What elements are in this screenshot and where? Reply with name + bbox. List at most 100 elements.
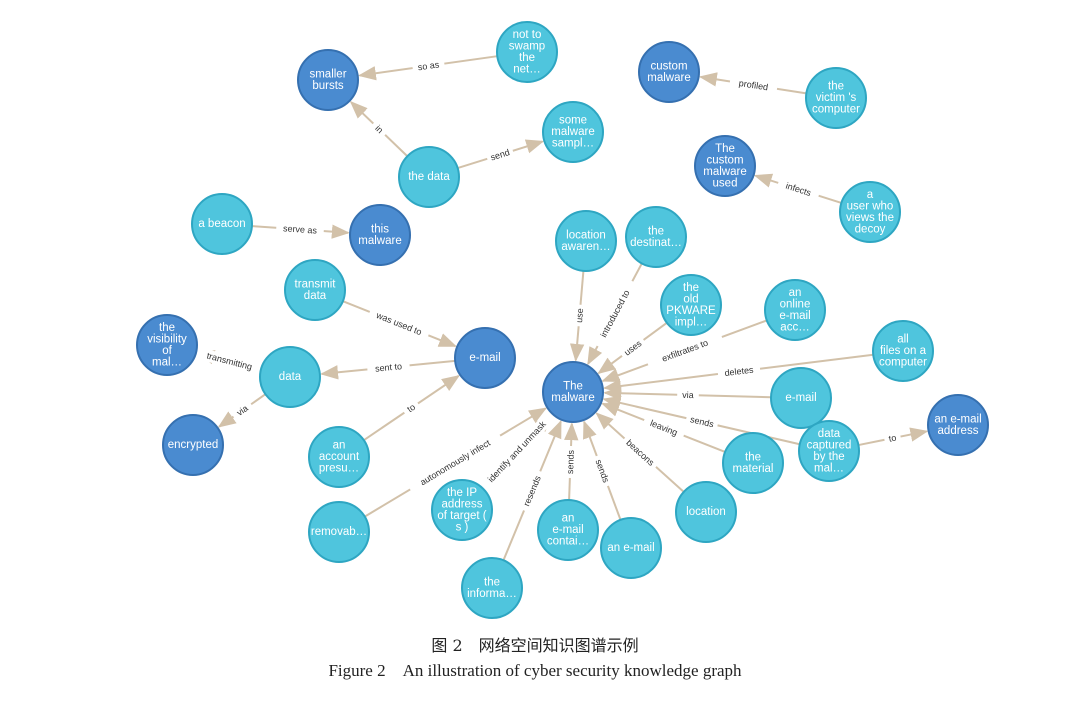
node-online-account[interactable]: anonlinee-mailacc… <box>764 279 826 341</box>
node-label: net… <box>513 63 541 75</box>
node-account[interactable]: anaccountpresu… <box>308 426 370 488</box>
node-email-container[interactable]: ane-mailcontai… <box>537 499 599 561</box>
node-circle[interactable] <box>722 432 784 494</box>
node-circle[interactable] <box>349 204 411 266</box>
edge-label-8: transmitting <box>194 346 265 376</box>
node-circle[interactable] <box>136 314 198 376</box>
node-label: mal… <box>152 356 182 368</box>
node-label: location <box>686 506 726 518</box>
node-destination[interactable]: thedestinat… <box>625 206 687 268</box>
node-label: address <box>442 498 483 510</box>
node-label: data <box>304 290 327 302</box>
edge-label-text: profiled <box>738 78 769 92</box>
node-label: an <box>333 440 346 452</box>
node-location-awareness[interactable]: locationawaren… <box>555 210 617 272</box>
node-visibility[interactable]: thevisibilityofmal… <box>136 314 198 376</box>
node-circle[interactable] <box>398 146 460 208</box>
edge-label-background <box>485 145 515 165</box>
node-circle[interactable] <box>308 501 370 563</box>
edge-label-background <box>572 304 587 327</box>
node-location[interactable]: location <box>675 481 737 543</box>
node-circle[interactable] <box>555 210 617 272</box>
node-label: online <box>780 298 811 310</box>
node-an-email[interactable]: an e-mail <box>600 517 662 579</box>
node-circle[interactable] <box>764 279 826 341</box>
node-circle[interactable] <box>297 49 359 111</box>
node-circle[interactable] <box>625 206 687 268</box>
node-circle[interactable] <box>162 414 224 476</box>
node-circle[interactable] <box>542 101 604 163</box>
node-label: e-mail <box>552 524 583 536</box>
edge-label-text: beacons <box>624 438 656 469</box>
node-label: malware <box>703 166 746 178</box>
node-email[interactable]: e-mail <box>454 327 516 389</box>
node-label: computer <box>812 104 860 116</box>
node-label: custom <box>706 154 743 166</box>
node-circle[interactable] <box>638 41 700 103</box>
edge-label-text: introduced to <box>598 288 631 339</box>
node-circle[interactable] <box>191 193 253 255</box>
node-circle[interactable] <box>805 67 867 129</box>
node-circle[interactable] <box>431 479 493 541</box>
edge-label-19: leaving <box>642 414 686 442</box>
node-circle[interactable] <box>537 499 599 561</box>
node-data[interactable]: data <box>259 346 321 408</box>
node-circle[interactable] <box>461 557 523 619</box>
node-circle[interactable] <box>259 346 321 408</box>
node-circle[interactable] <box>839 181 901 243</box>
node-circle[interactable] <box>284 259 346 321</box>
node-circle[interactable] <box>770 367 832 429</box>
node-circle[interactable] <box>660 274 722 336</box>
node-not-to-swamp[interactable]: not toswampthenet… <box>496 21 558 83</box>
node-label: files on a <box>880 345 927 357</box>
node-a-beacon[interactable]: a beacon <box>191 193 253 255</box>
edge-label-25: resends <box>518 469 546 513</box>
node-circle[interactable] <box>675 481 737 543</box>
node-circle[interactable] <box>496 21 558 83</box>
node-label: used <box>713 177 738 189</box>
edge-label-6: was used to <box>367 306 431 341</box>
edge-label-background <box>518 469 546 513</box>
node-label: victim 's <box>816 92 857 104</box>
edge-label-background <box>645 331 724 370</box>
node-email-2[interactable]: e-mail <box>770 367 832 429</box>
edge-label-background <box>476 409 558 495</box>
node-label: removab… <box>311 526 367 538</box>
node-circle[interactable] <box>872 320 934 382</box>
node-circle[interactable] <box>454 327 516 389</box>
node-the-data[interactable]: the data <box>398 146 460 208</box>
node-information[interactable]: theinforma… <box>461 557 523 619</box>
edge-label-23: sends <box>563 445 578 479</box>
node-label: views the <box>846 212 894 224</box>
node-encrypted[interactable]: encrypted <box>162 414 224 476</box>
node-pkware[interactable]: theoldPKWAREimpl… <box>660 274 722 336</box>
edge-label-4: infects <box>776 177 821 202</box>
figure-caption-english: Figure 2 An illustration of cyber securi… <box>328 661 742 680</box>
node-circle[interactable] <box>308 426 370 488</box>
node-circle[interactable] <box>798 420 860 482</box>
edge-label-background <box>407 430 504 495</box>
node-some-malware[interactable]: somemalwaresampl… <box>542 101 604 163</box>
edge-label-13: uses <box>618 335 648 361</box>
node-circle[interactable] <box>600 517 662 579</box>
edge-label-text: transmitting <box>206 351 254 372</box>
node-circle[interactable] <box>927 394 989 456</box>
node-circle[interactable] <box>694 135 756 197</box>
edge-label-18: to <box>883 430 902 446</box>
node-removable[interactable]: removab… <box>308 501 370 563</box>
node-circle[interactable] <box>542 361 604 423</box>
